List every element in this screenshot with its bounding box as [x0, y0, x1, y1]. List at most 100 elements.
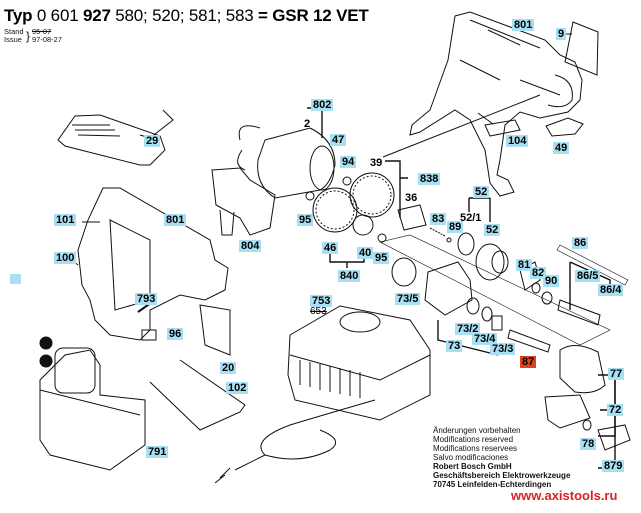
callout-73-4[interactable]: 73/4: [472, 333, 498, 345]
company-name: Robert Bosch GmbH: [433, 462, 512, 471]
company-division: Geschäftsbereich Elektrowerkzeuge: [433, 471, 571, 480]
callout-40[interactable]: 40: [357, 247, 374, 259]
part-73-gear-housing: [391, 257, 473, 316]
part-95-ball-b: [377, 233, 387, 243]
callout-83[interactable]: 83: [430, 213, 447, 225]
part-94-bush: [342, 176, 352, 186]
note-line: Modifications reservees: [433, 444, 518, 453]
callout-96[interactable]: 96: [167, 328, 184, 340]
gear-46: [312, 187, 358, 233]
model-name: GSR 12 VET: [272, 6, 369, 25]
part-20-label: [199, 304, 231, 356]
callout-753[interactable]: 753: [310, 295, 333, 307]
callout-86[interactable]: 86: [572, 237, 589, 249]
callout-73[interactable]: 73: [446, 340, 463, 352]
callout-78[interactable]: 78: [580, 438, 597, 450]
part-86-spindle: [557, 299, 601, 326]
bracket-86: [569, 261, 611, 310]
callout-73-3[interactable]: 73/3: [490, 343, 516, 355]
part-753-charger: [287, 305, 431, 421]
part-87-hex-shaft: [507, 329, 551, 353]
part-47-motor: [237, 125, 336, 199]
stand-label: Stand: [4, 27, 24, 36]
part-73-3-sleeve: [491, 315, 503, 331]
part-prefix: 0 601: [36, 6, 79, 25]
callout-73-2[interactable]: 73/2: [455, 323, 481, 335]
callout-801-handle[interactable]: 801: [164, 214, 187, 226]
part-83-spring: [429, 227, 446, 237]
part-90-spring: [541, 291, 553, 305]
callout-52-top[interactable]: 52: [473, 186, 490, 198]
note-line: Änderungen vorbehalten: [433, 426, 521, 435]
assembly-frame-2: [379, 234, 611, 346]
callout-87[interactable]: 87: [520, 356, 537, 368]
callout-9[interactable]: 9: [556, 28, 567, 40]
callout-46[interactable]: 46: [322, 242, 339, 254]
callout-72[interactable]: 72: [607, 404, 624, 416]
callout-89[interactable]: 89: [447, 221, 464, 233]
callout-86-5[interactable]: 86/5: [575, 270, 601, 282]
callout-804[interactable]: 804: [239, 240, 262, 252]
callout-2[interactable]: 2: [304, 118, 311, 130]
assembly-frame: [556, 244, 629, 286]
callout-802[interactable]: 802: [311, 99, 334, 111]
callout-39[interactable]: 39: [370, 157, 383, 169]
callout-791[interactable]: 791: [146, 446, 169, 458]
callout-102[interactable]: 102: [226, 382, 249, 394]
part-96-clip: [141, 329, 157, 341]
plus-terminal-icon: [39, 336, 53, 350]
bracket-838: [385, 160, 408, 218]
stand-value: 95-07: [32, 27, 52, 36]
part-89-ball: [446, 237, 452, 243]
part-29-cover: [57, 114, 166, 166]
part-804-switch: [211, 167, 276, 236]
callout-29[interactable]: 29: [144, 135, 161, 147]
issue-label: Issue: [4, 35, 22, 44]
callout-52-1[interactable]: 52/1: [460, 212, 482, 224]
callout-95-b[interactable]: 95: [373, 252, 390, 264]
bracket-52: [468, 197, 491, 222]
company-address: 70745 Leinfelden-Echterdingen: [433, 480, 552, 489]
callout-73-5[interactable]: 73/5: [395, 293, 421, 305]
watermark-link[interactable]: www.axistools.ru: [511, 488, 618, 503]
part-102-band: [149, 359, 246, 431]
callout-86-4[interactable]: 86/4: [598, 284, 624, 296]
callout-49[interactable]: 49: [553, 142, 570, 154]
battery-pack: [39, 347, 146, 471]
callout-52[interactable]: 52: [484, 224, 501, 236]
callout-95-a[interactable]: 95: [297, 214, 314, 226]
part-78-washer: [582, 419, 592, 431]
callout-879[interactable]: 879: [602, 460, 625, 472]
callout-94[interactable]: 94: [340, 156, 357, 168]
callout-840[interactable]: 840: [338, 270, 361, 282]
notes-block: Änderungen vorbehalten Modifications res…: [433, 426, 570, 489]
part-number-bold: 927: [82, 6, 111, 25]
part-73-5-oring: [391, 257, 417, 287]
callout-801[interactable]: 801: [512, 19, 535, 31]
callout-101[interactable]: 101: [54, 214, 77, 226]
gear-40: [352, 214, 374, 236]
callout-47[interactable]: 47: [330, 134, 347, 146]
callout-36[interactable]: 36: [405, 192, 418, 204]
callout-81[interactable]: 81: [516, 259, 533, 271]
callout-104[interactable]: 104: [506, 135, 529, 147]
minus-terminal-icon: [39, 354, 53, 368]
callout-90[interactable]: 90: [543, 275, 560, 287]
part-73-2-washer: [466, 297, 480, 315]
callout-77[interactable]: 77: [608, 368, 625, 380]
callout-838[interactable]: 838: [418, 173, 441, 185]
note-line: Salvo modificaciones: [433, 453, 509, 462]
housing-half-right: [409, 11, 583, 197]
callout-100[interactable]: 100: [54, 252, 77, 264]
callout-82[interactable]: 82: [530, 267, 547, 279]
part-52-ring-gear: [475, 243, 509, 281]
part-82-circlip: [531, 282, 541, 294]
leader-line: [382, 94, 541, 158]
power-cord: [214, 399, 376, 484]
callout-793[interactable]: 793: [135, 293, 158, 305]
callout-20[interactable]: 20: [220, 362, 237, 374]
issue-value: 97-08-27: [32, 35, 63, 44]
brace-icon: }: [26, 29, 31, 43]
callout-653[interactable]: 653: [310, 306, 327, 317]
